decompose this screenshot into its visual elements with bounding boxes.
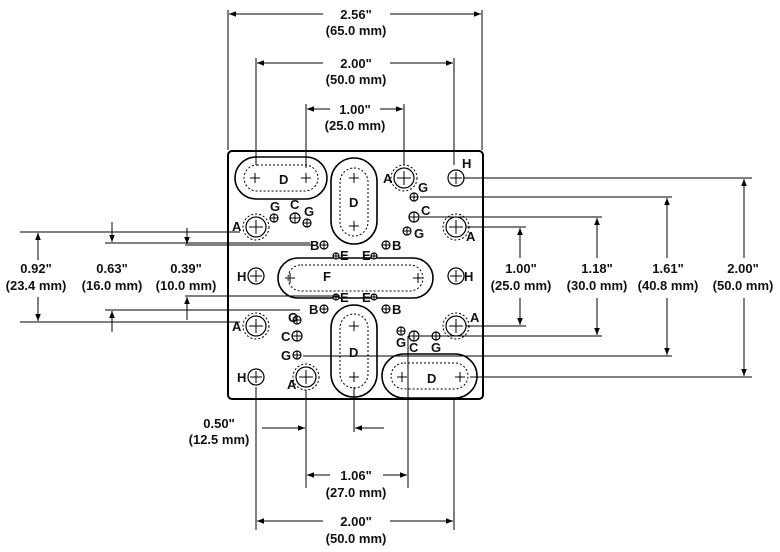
dim-top-inner-mm: (25.0 mm) <box>325 118 386 133</box>
extension-lines <box>20 10 752 530</box>
svg-text:G: G <box>304 204 314 219</box>
svg-text:A: A <box>232 219 242 234</box>
svg-text:A: A <box>383 171 393 186</box>
dimension-labels: 2.56" (65.0 mm) 2.00" (50.0 mm) 1.00" (2… <box>6 7 774 546</box>
dim-left-063-mm: (16.0 mm) <box>82 278 143 293</box>
svg-text:D: D <box>427 371 436 386</box>
dim-right-200-in: 2.00" <box>727 261 758 276</box>
slot-crosshairs <box>250 173 465 382</box>
svg-text:B: B <box>309 302 318 317</box>
svg-text:C: C <box>409 340 419 355</box>
dim-bottom-200-mm: (50.0 mm) <box>326 531 387 546</box>
dim-left-039-mm: (10.0 mm) <box>156 278 217 293</box>
dim-bottom-106-mm: (27.0 mm) <box>326 485 387 500</box>
svg-text:D: D <box>279 172 288 187</box>
svg-text:C: C <box>421 203 431 218</box>
dim-right-118-in: 1.18" <box>581 261 612 276</box>
svg-text:F: F <box>323 269 331 284</box>
svg-text:E: E <box>362 248 371 263</box>
dim-bottom-200-in: 2.00" <box>340 514 371 529</box>
svg-text:G: G <box>414 226 424 241</box>
svg-text:B: B <box>392 302 401 317</box>
svg-text:A: A <box>232 319 242 334</box>
svg-text:A: A <box>287 377 297 392</box>
dim-top-dslots-in: 2.00" <box>340 56 371 71</box>
dim-top-overall-in: 2.56" <box>340 7 371 22</box>
dim-left-092-in: 0.92" <box>20 261 51 276</box>
svg-text:C: C <box>281 329 291 344</box>
dim-bottom-050-mm: (12.5 mm) <box>189 432 250 447</box>
svg-text:H: H <box>237 370 246 385</box>
svg-text:H: H <box>237 269 246 284</box>
dim-top-dslots-mm: (50.0 mm) <box>326 72 387 87</box>
slot-d-top-left <box>234 156 328 200</box>
svg-text:E: E <box>340 248 349 263</box>
dim-right-118-mm: (30.0 mm) <box>567 278 628 293</box>
svg-text:C: C <box>290 197 300 212</box>
svg-text:B: B <box>310 238 319 253</box>
dim-right-100-mm: (25.0 mm) <box>491 278 552 293</box>
dim-left-039-in: 0.39" <box>170 261 201 276</box>
dim-bottom-050-in: 0.50" <box>203 416 234 431</box>
svg-text:H: H <box>464 269 473 284</box>
svg-text:G: G <box>418 180 428 195</box>
slot-f-center <box>277 257 434 299</box>
svg-text:G: G <box>431 340 441 355</box>
holes-small <box>269 192 441 360</box>
holes-large <box>242 164 470 391</box>
svg-text:D: D <box>349 195 358 210</box>
svg-text:G: G <box>396 335 406 350</box>
dim-top-inner-in: 1.00" <box>339 102 370 117</box>
slot-d-top-center <box>330 157 378 245</box>
dim-right-100-in: 1.00" <box>505 261 536 276</box>
svg-text:D: D <box>349 345 358 360</box>
svg-text:E: E <box>340 290 349 305</box>
svg-text:H: H <box>462 156 471 171</box>
svg-text:B: B <box>392 238 401 253</box>
dim-right-161-in: 1.61" <box>652 261 683 276</box>
hole-labels: D D F D D A H G C G A A G C G B B E E H … <box>232 156 480 392</box>
dim-left-063-in: 0.63" <box>96 261 127 276</box>
svg-text:G: G <box>281 348 291 363</box>
svg-text:G: G <box>288 310 298 325</box>
svg-text:A: A <box>470 310 480 325</box>
svg-text:G: G <box>270 199 280 214</box>
dimension-lines <box>35 11 747 524</box>
svg-text:E: E <box>362 290 371 305</box>
dim-left-092-mm: (23.4 mm) <box>6 278 67 293</box>
svg-text:A: A <box>466 229 476 244</box>
dim-top-overall-mm: (65.0 mm) <box>326 23 387 38</box>
dim-bottom-106-in: 1.06" <box>340 468 371 483</box>
slot-d-bottom-right <box>381 353 478 399</box>
dim-right-200-mm: (50.0 mm) <box>713 278 774 293</box>
dim-right-161-mm: (40.8 mm) <box>638 278 699 293</box>
